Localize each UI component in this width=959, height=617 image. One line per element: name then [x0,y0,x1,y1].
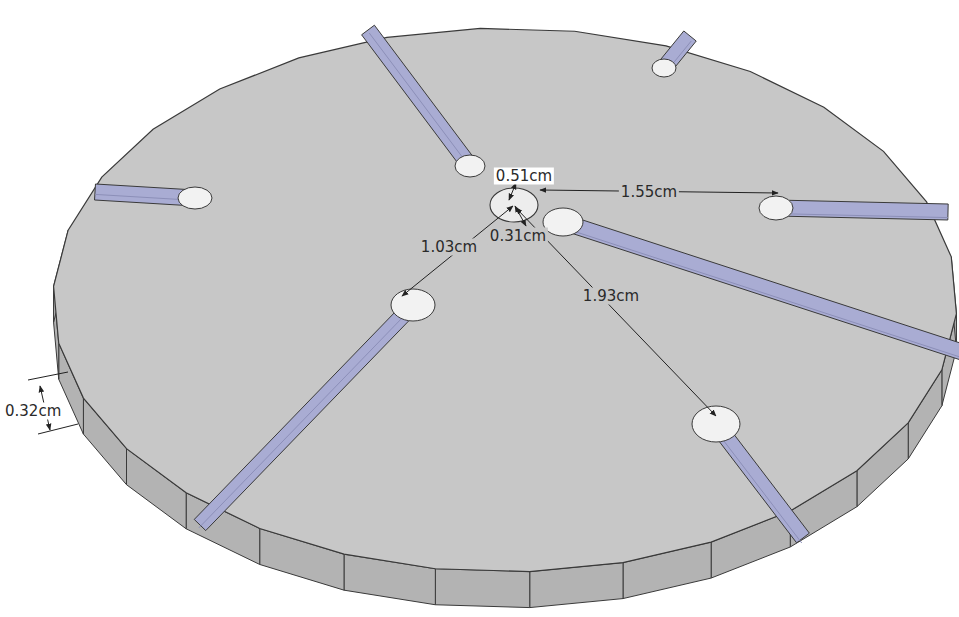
slot-groove [362,25,477,171]
slot-hole [543,208,583,236]
dimension-label: 1.93cm [581,288,641,305]
side-facet [435,569,529,608]
slot-groove [561,214,959,359]
slot-groove [194,299,418,530]
slot-hole [759,196,793,220]
dimension-line [509,183,516,200]
slot-hole [652,59,676,77]
dimension-label: 1.55cm [619,184,679,201]
slot-hole [455,155,485,177]
slot-wall [369,33,471,169]
slot-hole [692,406,740,442]
dimension-label: 0.51cm [494,168,554,185]
slot-wall [563,228,959,358]
slot-hole [178,187,212,209]
slot-hole [391,289,435,321]
slots [95,25,959,543]
dimension-label: 0.31cm [488,228,548,245]
slot-groove [776,200,948,220]
dimension-label: 1.03cm [419,239,479,256]
dimension-lines [40,183,778,430]
slot-wall [776,214,948,218]
dimension-label: 0.32cm [3,403,63,420]
centre-hole [490,188,538,222]
slot-wall [715,429,802,543]
dimension-line [402,206,513,296]
slot-wall [199,308,412,528]
